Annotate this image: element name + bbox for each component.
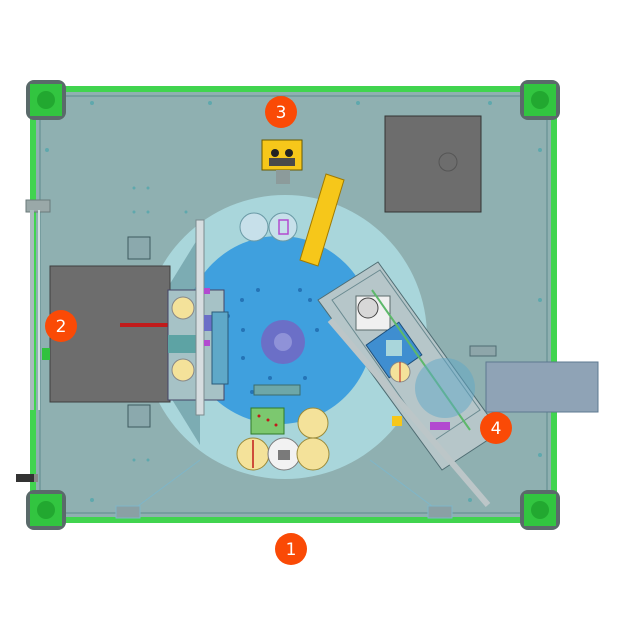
- marker-2: 2: [45, 310, 77, 342]
- left-module: [42, 219, 229, 445]
- corner-foot-top-left: [26, 80, 66, 120]
- marker-2-label: 2: [56, 317, 67, 337]
- top-fixture: [261, 139, 303, 184]
- right-conveyor: [415, 358, 599, 418]
- station-sockets: [236, 212, 330, 471]
- turntable: [143, 195, 427, 479]
- top-right-box: [384, 115, 482, 213]
- left-module-rod: [120, 323, 190, 327]
- marker-4-label: 4: [491, 419, 502, 439]
- marker-4: 4: [480, 412, 512, 444]
- corner-feet: [26, 80, 560, 530]
- corner-foot-bottom-right: [520, 490, 560, 530]
- left-edge-rails: [16, 199, 51, 482]
- base-guide-lines: [115, 459, 453, 519]
- marker-3: 3: [265, 96, 297, 128]
- marker-3-label: 3: [276, 103, 287, 123]
- mounting-holes: [45, 101, 542, 502]
- yellow-arm: [299, 173, 345, 267]
- corner-foot-bottom-left: [26, 490, 66, 530]
- marker-1: 1: [275, 533, 307, 565]
- corner-foot-top-right: [520, 80, 560, 120]
- marker-1-label: 1: [286, 540, 297, 560]
